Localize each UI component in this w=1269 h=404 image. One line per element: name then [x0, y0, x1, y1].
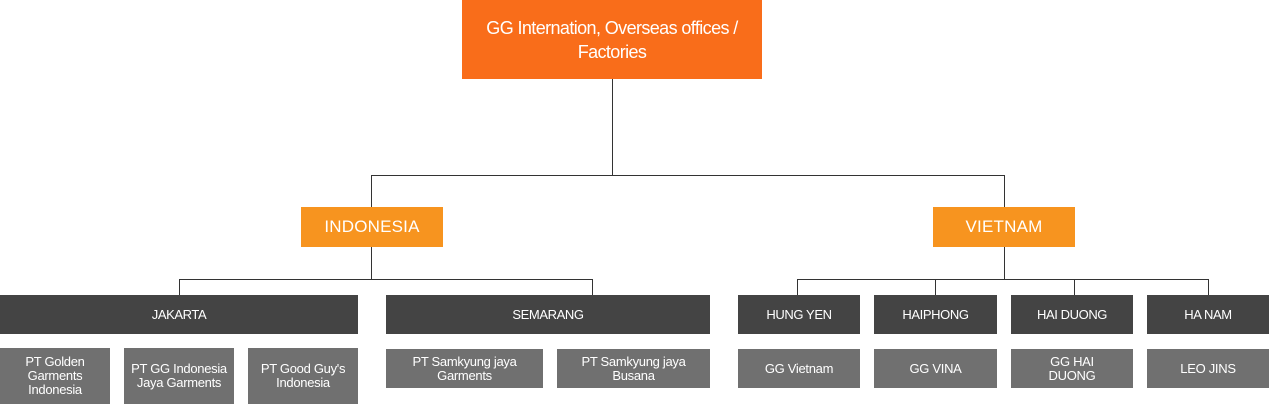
connector-vietnam-bus — [797, 279, 1209, 280]
connector-vietnam-down — [1004, 247, 1005, 279]
region-label: JAKARTA — [151, 307, 207, 322]
region-label: HA NAM — [1184, 307, 1232, 322]
country-label: INDONESIA — [324, 217, 420, 236]
connector-haiphong-up — [935, 279, 936, 295]
region-semarang: SEMARANG — [386, 295, 710, 334]
factory-label: PT Samkyung jaya Busana — [581, 353, 686, 383]
factory-label: GG Vietnam — [764, 360, 834, 376]
country-label: VIETNAM — [965, 217, 1043, 236]
connector-root-down — [612, 79, 613, 175]
factory-pt-gg-indonesia-jaya-garments: PT GG Indonesia Jaya Garments — [124, 348, 234, 404]
region-label: HUNG YEN — [766, 307, 832, 322]
factory-pt-good-guys-indonesia: PT Good Guy's Indonesia — [248, 348, 358, 404]
factory-label: LEO JINS — [1180, 360, 1236, 376]
factory-label: PT GG Indonesia Jaya Garments — [131, 361, 227, 390]
root-node: GG Internation, Overseas offices / Facto… — [462, 0, 762, 79]
region-hung-yen: HUNG YEN — [738, 295, 860, 334]
connector-semarang-up — [592, 279, 593, 295]
connector-root-bus — [371, 175, 1005, 176]
connector-indonesia-up — [371, 175, 372, 207]
connector-indonesia-down — [371, 247, 372, 279]
connector-hungyen-up — [797, 279, 798, 295]
country-indonesia: INDONESIA — [301, 207, 443, 247]
region-ha-nam: HA NAM — [1147, 295, 1269, 334]
root-label: GG Internation, Overseas offices / Facto… — [486, 17, 738, 62]
factory-pt-samkyung-jaya-garments: PT Samkyung jaya Garments — [386, 349, 543, 388]
connector-indonesia-bus — [179, 279, 593, 280]
region-label: HAI DUONG — [1036, 307, 1108, 322]
factory-gg-vietnam: GG Vietnam — [738, 349, 860, 388]
connector-vietnam-up — [1004, 175, 1005, 207]
connector-haiduong-up — [1074, 279, 1075, 295]
region-label: HAIPHONG — [902, 307, 969, 322]
factory-pt-golden-garments-indonesia: PT Golden Garments Indonesia — [0, 348, 110, 404]
factory-gg-vina: GG VINA — [874, 349, 997, 388]
factory-label: GG HAI DUONG — [1048, 353, 1096, 383]
factory-pt-samkyung-jaya-busana: PT Samkyung jaya Busana — [557, 349, 710, 388]
factory-label: PT Samkyung jaya Garments — [412, 353, 517, 383]
country-vietnam: VIETNAM — [933, 207, 1075, 247]
region-hai-duong: HAI DUONG — [1011, 295, 1133, 334]
region-jakarta: JAKARTA — [0, 295, 358, 334]
factory-label: PT Good Guy's Indonesia — [260, 361, 346, 390]
factory-leo-jins: LEO JINS — [1147, 349, 1269, 388]
connector-hanam-up — [1208, 279, 1209, 295]
connector-jakarta-up — [179, 279, 180, 295]
factory-gg-hai-duong: GG HAI DUONG — [1011, 349, 1133, 388]
factory-label: GG VINA — [909, 360, 962, 376]
factory-label: PT Golden Garments Indonesia — [25, 354, 85, 397]
region-haiphong: HAIPHONG — [874, 295, 997, 334]
region-label: SEMARANG — [512, 307, 584, 322]
